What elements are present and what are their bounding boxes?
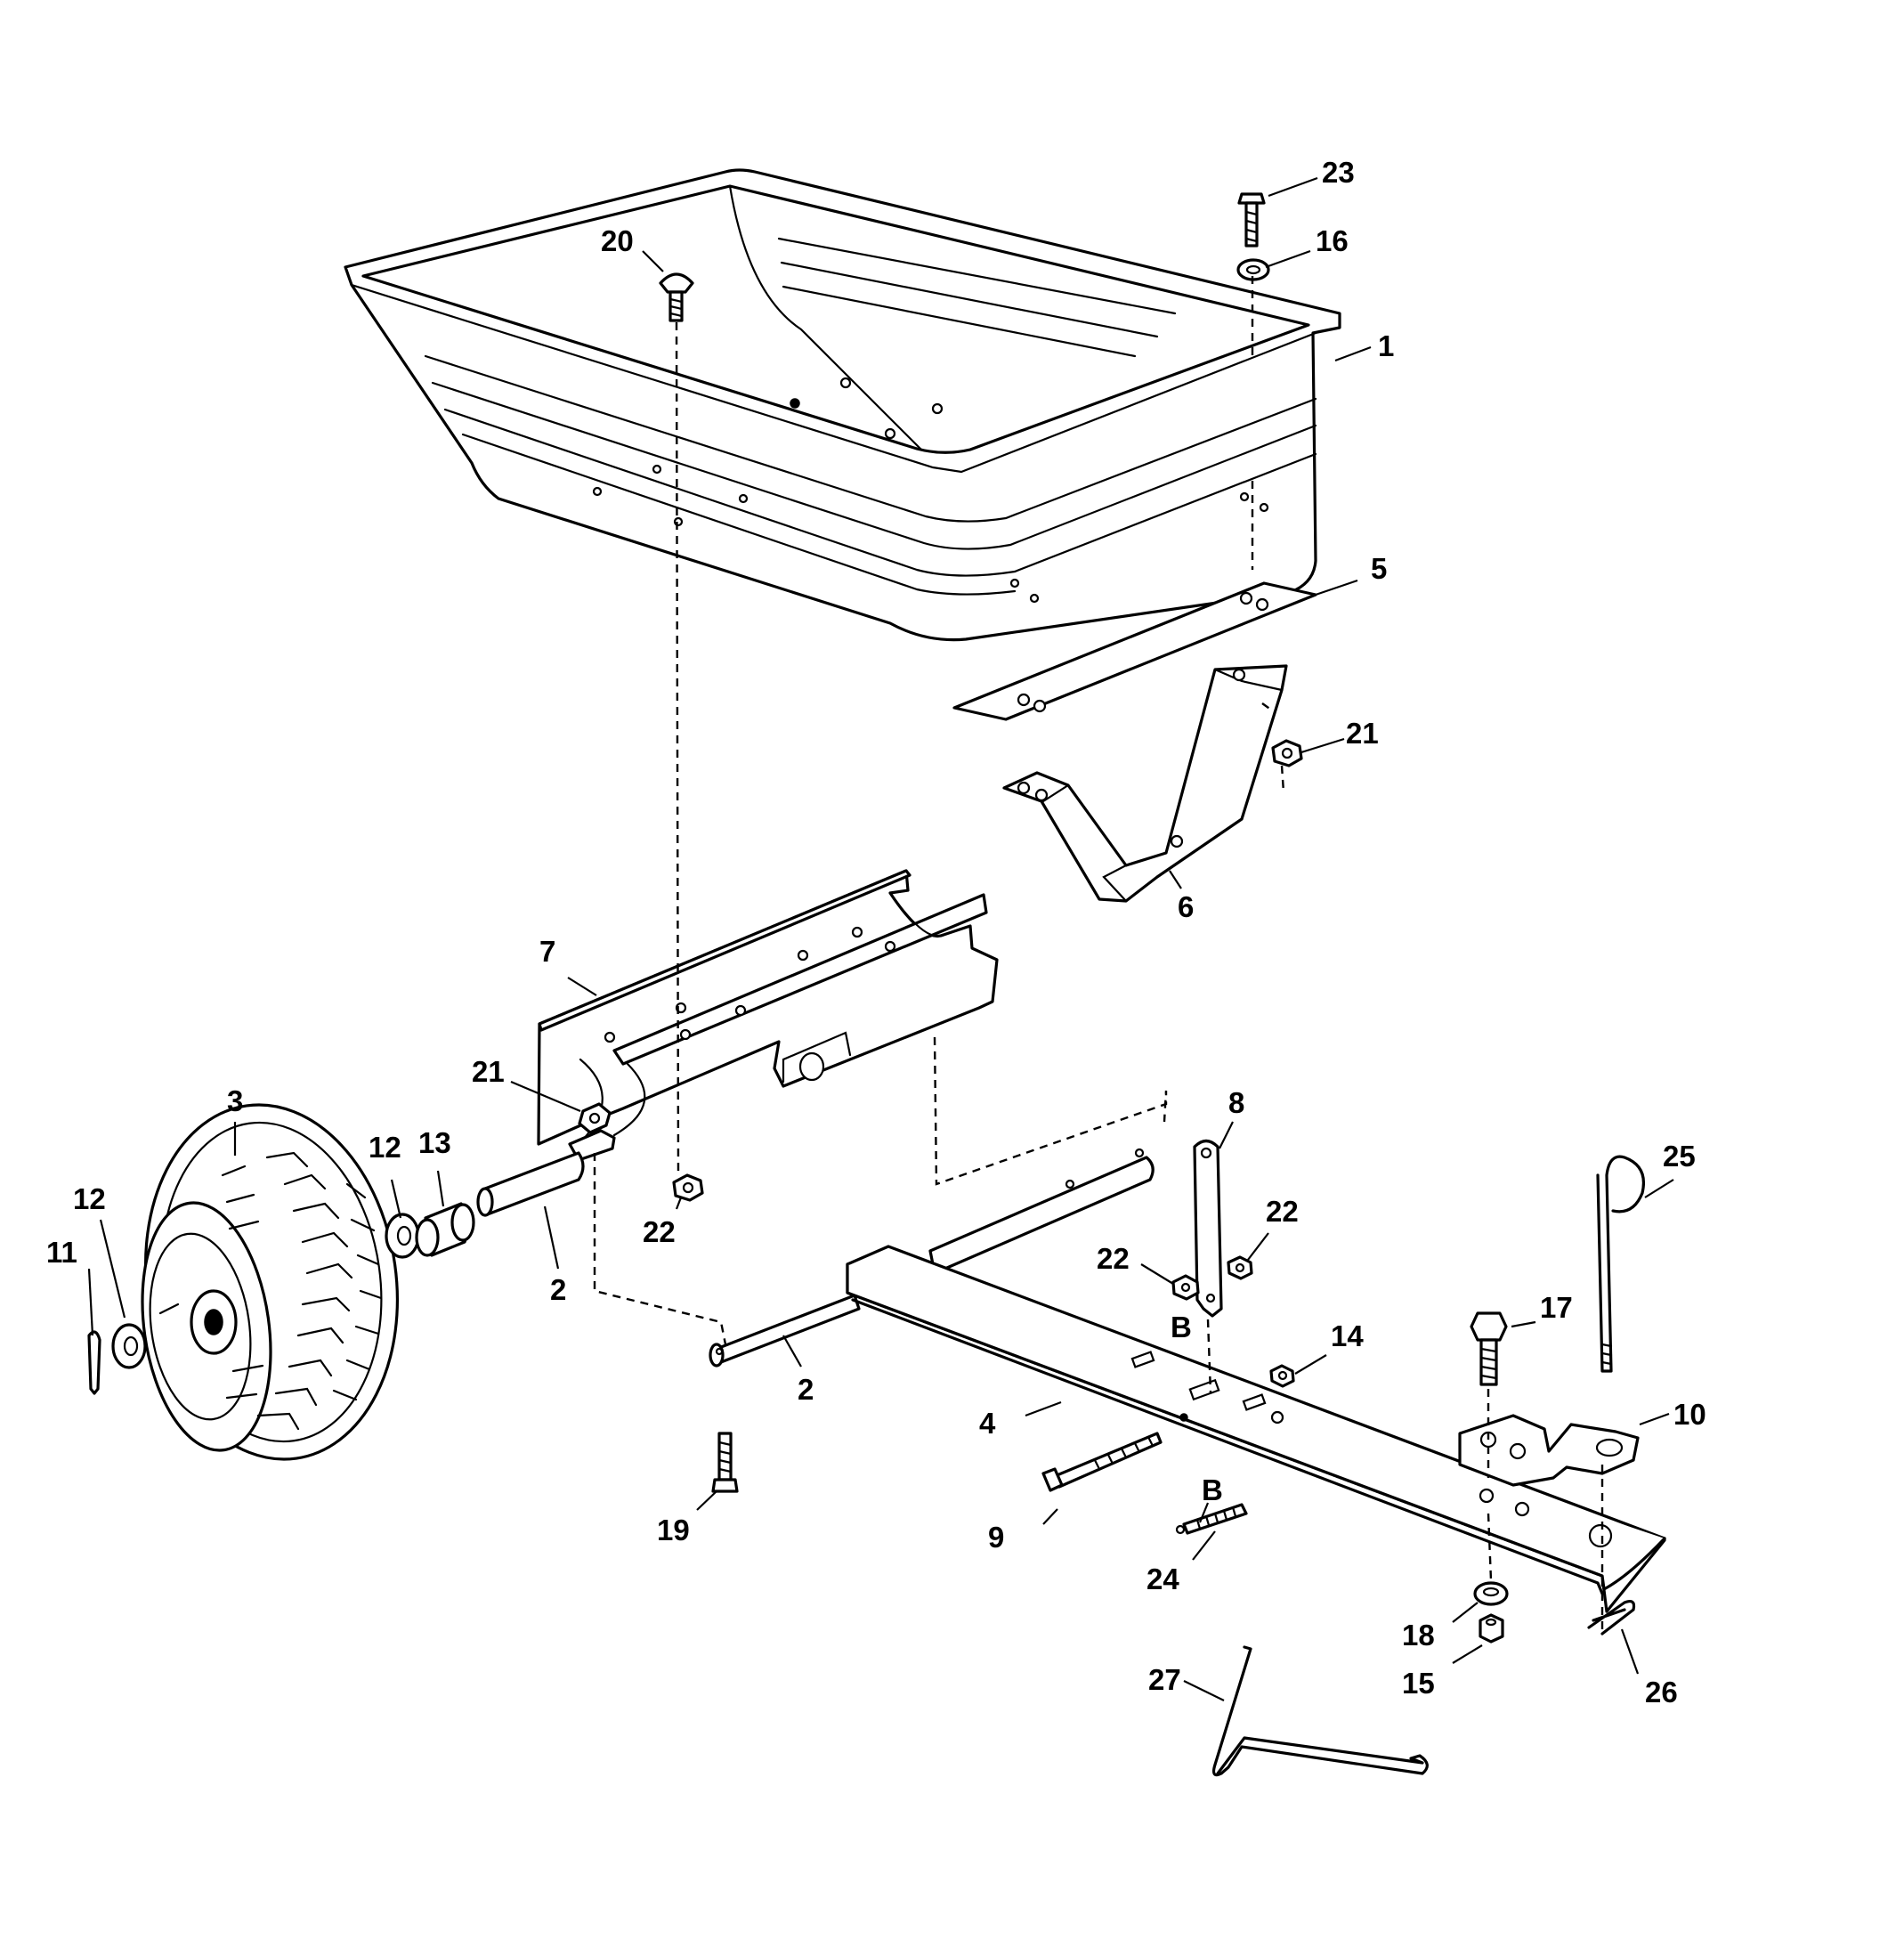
cotter-pin-11 (87, 1330, 101, 1395)
tread-pattern (221, 1151, 383, 1431)
assembly-lines (593, 276, 1604, 1629)
carriage-bolt-20 (659, 272, 694, 322)
callout-21-bracket: 21 (1346, 717, 1379, 750)
callout-12-inner: 12 (369, 1131, 401, 1164)
bolt-17 (1470, 1311, 1508, 1386)
nut-14 (1269, 1364, 1295, 1388)
callout-14: 14 (1331, 1319, 1364, 1352)
callout-23: 23 (1322, 156, 1355, 189)
frame-tongue (846, 1245, 1666, 1613)
callout-15: 15 (1402, 1667, 1435, 1700)
bolt-23 (1237, 192, 1266, 248)
support-bracket (1002, 664, 1288, 903)
axle-channel (537, 869, 999, 1146)
callout-labels: 1 2 2 3 4 5 6 7 8 9 10 11 12 12 13 14 15… (46, 156, 1706, 1709)
callout-26: 26 (1645, 1676, 1678, 1709)
callout-6: 6 (1178, 890, 1194, 923)
callout-5: 5 (1371, 552, 1387, 585)
lever-8 (1193, 1139, 1223, 1318)
callout-9: 9 (988, 1521, 1004, 1554)
mounting-plate (952, 581, 1317, 721)
wheel-tire (141, 1103, 400, 1461)
callout-10: 10 (1673, 1398, 1706, 1431)
bolt-19 (711, 1432, 739, 1493)
nut-22-channel (672, 1173, 704, 1202)
callout-2-right: 2 (798, 1373, 814, 1406)
callout-1: 1 (1378, 329, 1394, 362)
washer-12-outer (111, 1323, 147, 1369)
bushing-13 (415, 1202, 475, 1257)
hitch-pin-25 (1596, 1155, 1645, 1373)
washer-12-inner (385, 1213, 420, 1259)
washer-16 (1236, 258, 1270, 281)
callout-27: 27 (1148, 1663, 1181, 1696)
callout-12-outer: 12 (73, 1182, 106, 1215)
nut-22-lever-right (1227, 1255, 1253, 1280)
callout-13: 13 (418, 1126, 451, 1159)
dump-handle-27 (1211, 1645, 1429, 1777)
nut-21-bracket (1271, 739, 1303, 767)
callout-24: 24 (1146, 1562, 1179, 1595)
axle-rod-left (476, 1151, 585, 1217)
callout-17: 17 (1540, 1291, 1573, 1324)
axle-rod-right (709, 1148, 1155, 1368)
spring-24 (1175, 1503, 1248, 1535)
callout-b-lever: B (1171, 1311, 1192, 1343)
dump-bed (344, 168, 1341, 642)
callout-16: 16 (1316, 224, 1349, 257)
hitch-bracket-10 (1458, 1414, 1640, 1487)
callout-7: 7 (539, 935, 555, 968)
callout-22-lever-left: 22 (1097, 1242, 1130, 1275)
callout-18: 18 (1402, 1619, 1435, 1652)
callout-4: 4 (979, 1407, 996, 1440)
nut-22-lever-left (1171, 1274, 1200, 1301)
leader-lines (87, 176, 1674, 1701)
bolt-9 (1041, 1432, 1163, 1492)
callout-2-left: 2 (550, 1273, 566, 1306)
nut-15 (1479, 1613, 1504, 1644)
callout-20: 20 (601, 224, 634, 257)
callout-25: 25 (1663, 1140, 1696, 1173)
callout-22-lever-right: 22 (1266, 1195, 1299, 1228)
callout-19: 19 (657, 1514, 690, 1546)
callout-8: 8 (1228, 1086, 1244, 1119)
callout-21-channel: 21 (472, 1055, 505, 1088)
hairpin-clip-26 (1587, 1600, 1636, 1636)
callout-3: 3 (227, 1084, 243, 1117)
callout-22-channel: 22 (643, 1215, 676, 1248)
washer-18 (1473, 1581, 1509, 1606)
callout-b-spring: B (1202, 1473, 1223, 1506)
callout-11: 11 (46, 1236, 77, 1269)
